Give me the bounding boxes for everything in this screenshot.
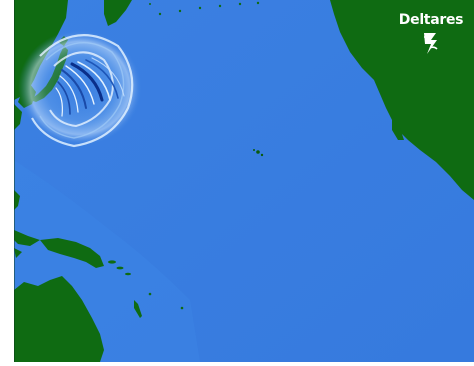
tsunami-wave-field: [18, 30, 142, 148]
deltares-wave-mark-icon: [424, 33, 438, 54]
philippines-edge: [14, 190, 20, 210]
deltares-logo-text: Deltares: [398, 12, 464, 28]
sulawesi: [14, 248, 22, 258]
hawaiian-islands: [253, 149, 264, 157]
australia: [14, 276, 104, 362]
kamchatka: [104, 0, 132, 26]
solomon-islands: [108, 260, 131, 276]
new-guinea: [40, 238, 104, 268]
deltares-logo: Deltares: [398, 12, 464, 56]
indonesia-islands: [14, 230, 40, 246]
new-caledonia: [134, 300, 142, 318]
aleutian-islands: [149, 1, 260, 16]
vanuatu: [148, 292, 152, 296]
map-left-edge: [14, 0, 15, 362]
bottom-frame: [0, 362, 474, 366]
north-america: [330, 0, 474, 200]
fiji: [180, 306, 184, 310]
baja-california: [392, 118, 404, 140]
china-coast: [14, 104, 22, 130]
